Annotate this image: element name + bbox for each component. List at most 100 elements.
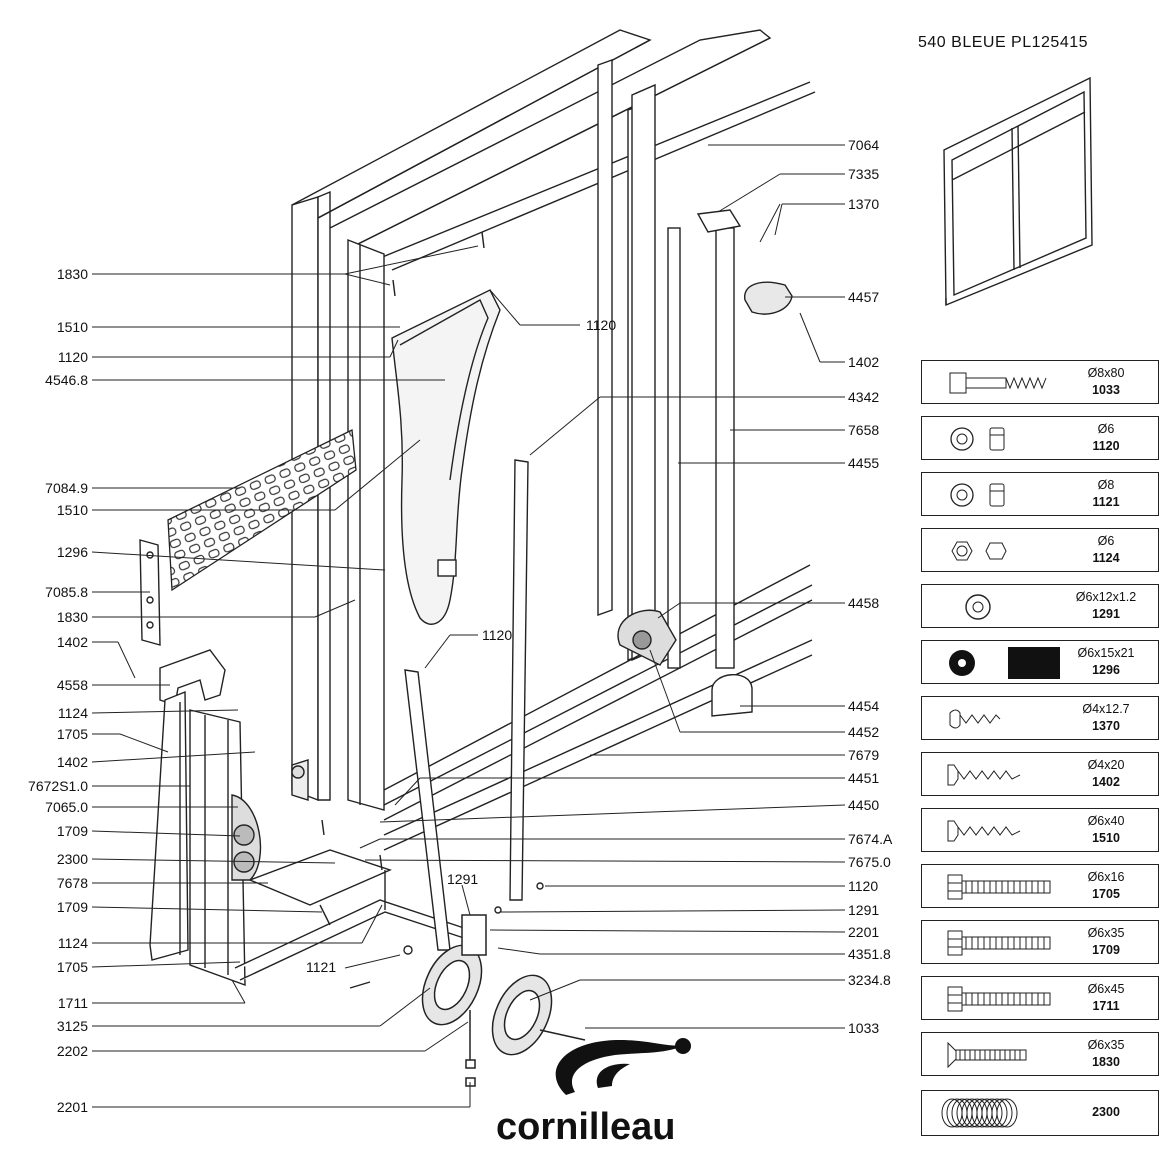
callout: 3125 <box>57 1018 88 1034</box>
callout: 7065.0 <box>45 799 88 815</box>
callout: 4454 <box>848 698 879 714</box>
callout: 2201 <box>848 924 879 940</box>
hardware-code: 1370 <box>1092 719 1120 733</box>
callout: 1291 <box>447 871 478 887</box>
washer-nut-icon <box>930 477 1070 513</box>
callout: 7064 <box>848 137 879 153</box>
callout: 4450 <box>848 797 879 813</box>
callout: 1124 <box>58 705 88 721</box>
hex-nut-icon <box>930 533 1070 569</box>
wheels <box>421 914 586 1087</box>
table-thumbnail <box>943 76 1093 307</box>
hardware-dimension: Ø6x40 <box>1087 814 1125 828</box>
callout: 4455 <box>848 455 879 471</box>
callout: 3234.8 <box>848 972 891 988</box>
callout: 1705 <box>57 726 88 742</box>
callout: 7679 <box>848 747 879 763</box>
hardware-code: 1709 <box>1092 943 1120 957</box>
hardware-code: 1711 <box>1092 999 1120 1013</box>
callout: 4351.8 <box>848 946 891 962</box>
hex-bolt-icon <box>930 981 1070 1017</box>
callout: 1709 <box>57 823 88 839</box>
hardware-code: 1510 <box>1092 831 1120 845</box>
hardware-item: Ø6x40 1510 <box>921 808 1159 852</box>
callout: 2300 <box>57 851 88 867</box>
callout: 1033 <box>848 1020 879 1036</box>
hardware-dimension: Ø8 <box>1097 478 1115 492</box>
callout: 1120 <box>586 317 616 333</box>
callout: 1705 <box>57 959 88 975</box>
support-arms <box>404 459 529 951</box>
callout: 1120 <box>482 627 512 643</box>
callout: 1510 <box>57 502 88 518</box>
hardware-dimension: Ø6 <box>1097 422 1115 436</box>
washer-nut-icon <box>930 421 1070 457</box>
callout: 1296 <box>57 544 88 560</box>
callout: 1291 <box>848 902 879 918</box>
callout: 1510 <box>57 319 88 335</box>
brand-name: cornilleau <box>496 1106 676 1148</box>
callout: 7084.9 <box>45 480 88 496</box>
leg-left <box>139 539 262 987</box>
hardware-code: 1402 <box>1092 775 1120 789</box>
hardware-code: 1291 <box>1092 607 1120 621</box>
rubber-pad-icon <box>930 645 1070 681</box>
callout: 1402 <box>57 754 88 770</box>
callout: 1830 <box>57 609 88 625</box>
callout: 4458 <box>848 595 879 611</box>
hardware-item: 2300 <box>921 1090 1159 1136</box>
leg-assembly-right <box>617 209 793 717</box>
hardware-item: Ø6x45 1711 <box>921 976 1159 1020</box>
callout: 7085.8 <box>45 584 88 600</box>
callout: 7674.A <box>848 831 893 847</box>
ball-holder-part <box>391 289 501 625</box>
hardware-dimension: Ø4x12.7 <box>1082 702 1130 716</box>
callout: 1402 <box>848 354 879 370</box>
callouts-left: 1830 1510 1120 4546.8 7084.9 1510 1296 7… <box>28 266 88 1115</box>
hardware-dimension: Ø4x20 <box>1087 758 1125 772</box>
callout: 7675.0 <box>848 854 891 870</box>
callout: 1120 <box>848 878 878 894</box>
hardware-code: 1120 <box>1092 439 1120 453</box>
callout: 2201 <box>57 1099 88 1115</box>
callout: 1120 <box>58 349 88 365</box>
callout: 1402 <box>57 634 88 650</box>
callout: 7678 <box>57 875 88 891</box>
hex-bolt-icon <box>930 925 1070 961</box>
small-screw-icon <box>930 701 1070 737</box>
hardware-dimension: Ø6x35 <box>1087 926 1125 940</box>
leader-lines <box>91 144 846 1108</box>
wood-screw-icon <box>930 813 1070 849</box>
table-half-drawing <box>291 29 816 851</box>
callout: 1370 <box>848 196 879 212</box>
flat-washer-icon <box>930 589 1070 625</box>
callout: 4452 <box>848 724 879 740</box>
page-title: 540 BLEUE PL125415 <box>918 34 1089 51</box>
hardware-dimension: Ø6 <box>1097 534 1115 548</box>
callouts-right: 7064 7335 1370 4457 1402 4342 7658 4455 … <box>848 137 893 1036</box>
hardware-dimension: Ø6x16 <box>1087 870 1125 884</box>
hardware-code: 1124 <box>1092 551 1120 565</box>
hardware-code: 1296 <box>1092 663 1120 677</box>
callouts-inner: 1120 1120 1291 1121 <box>306 317 616 975</box>
cornilleau-logo-mark <box>555 1038 691 1095</box>
callout: 4546.8 <box>45 372 88 388</box>
hardware-dimension: Ø6x45 <box>1087 982 1125 996</box>
hardware-item: Ø6x35 1709 <box>921 920 1159 964</box>
wood-screw-icon <box>930 757 1070 793</box>
callout: 1124 <box>58 935 88 951</box>
hardware-item: Ø4x20 1402 <box>921 752 1159 796</box>
hardware-item: Ø4x12.7 1370 <box>921 696 1159 740</box>
callout: 1711 <box>58 995 88 1011</box>
hex-bolt-icon <box>930 869 1070 905</box>
callout: 4558 <box>57 677 88 693</box>
callout: 4457 <box>848 289 879 305</box>
hardware-dimension: Ø6x35 <box>1087 1038 1125 1052</box>
callout: 7335 <box>848 166 879 182</box>
